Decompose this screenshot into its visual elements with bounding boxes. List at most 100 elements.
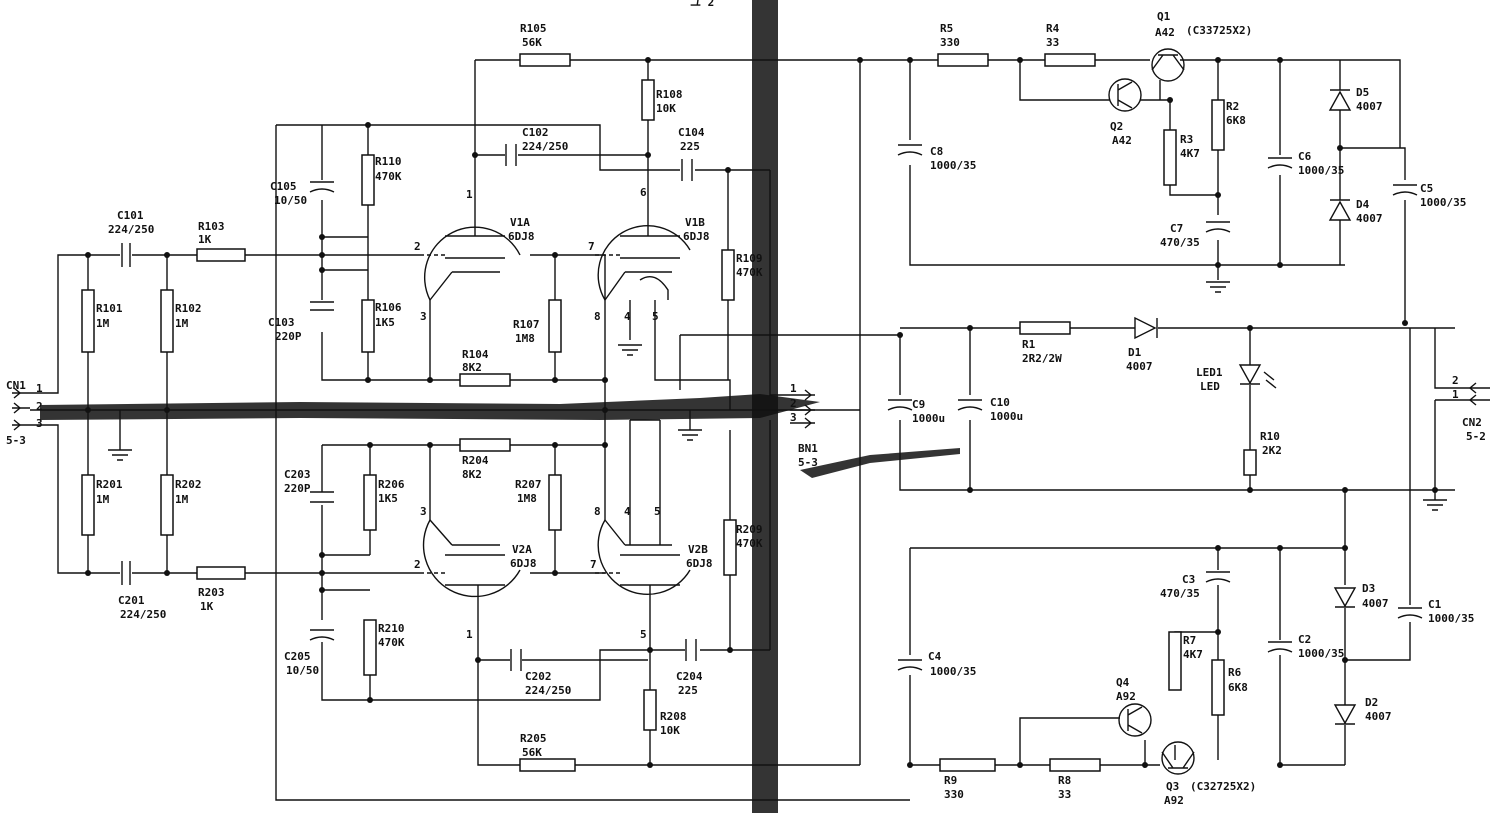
bn1-pin-1: 1: [790, 382, 797, 395]
cn1-label: CN1: [6, 379, 26, 392]
cn2-value: 5-2: [1466, 430, 1486, 443]
q3-name: Q3: [1166, 780, 1179, 793]
transistor-q4: Q4 A92: [1116, 676, 1152, 737]
v2a-pin-1: 1: [466, 628, 473, 641]
capacitor-c202: C202 224/250: [510, 649, 571, 697]
r3-value: 4K7: [1180, 147, 1200, 160]
c204-value: 225: [678, 684, 698, 697]
resistor-r4: R4 33: [1044, 22, 1096, 67]
resistor-r210: R210 470K: [363, 619, 405, 676]
r207-name: R207: [515, 478, 542, 491]
v1a-value: 6DJ8: [508, 230, 535, 243]
q4-value: A92: [1116, 690, 1136, 703]
r105-name: R105: [520, 22, 547, 35]
r205-name: R205: [520, 732, 547, 745]
d2-name: D2: [1365, 696, 1378, 709]
v2b-value: 6DJ8: [686, 557, 713, 570]
c9-value: 1000u: [912, 412, 945, 425]
r104-value: 8K2: [462, 361, 482, 374]
r9-value: 330: [944, 788, 964, 801]
c8-name: C8: [930, 145, 943, 158]
r6-name: R6: [1228, 666, 1242, 679]
v2b-pin-4: 4: [624, 505, 631, 518]
tube-v1b: V1B 6DJ8 6 7 8 4 5: [588, 186, 710, 323]
v2a-value: 6DJ8: [510, 557, 537, 570]
capacitor-c103: C103 220P: [268, 301, 334, 343]
resistor-r201: R201 1M: [81, 474, 123, 536]
resistor-r202: R202 1M: [160, 474, 202, 536]
r3-name: R3: [1180, 133, 1193, 146]
c10-value: 1000u: [990, 410, 1023, 423]
capacitor-c104: C104 225: [678, 126, 705, 181]
capacitor-c204: C204 225: [676, 639, 703, 697]
v2b-pin-8: 8: [594, 505, 601, 518]
c202-value: 224/250: [525, 684, 571, 697]
resistor-r8: R8 33: [1049, 758, 1101, 801]
r202-name: R202: [175, 478, 202, 491]
r208-name: R208: [660, 710, 687, 723]
r4-name: R4: [1046, 22, 1060, 35]
v1b-pin-4: 4: [624, 310, 631, 323]
c101-name: C101: [117, 209, 144, 222]
r7-name: R7: [1183, 634, 1196, 647]
r206-value: 1K5: [378, 492, 398, 505]
resistor-r101: R101 1M: [81, 289, 123, 353]
r5-value: 330: [940, 36, 960, 49]
cn1-value: 5-3: [6, 434, 26, 447]
r10-name: R10: [1260, 430, 1280, 443]
r204-name: R204: [462, 454, 489, 467]
r104-name: R104: [462, 348, 489, 361]
c1-value: 1000/35: [1428, 612, 1474, 625]
tube-v2b: V2B 6DJ8 5 7 8 4 5: [590, 505, 713, 641]
v2b-pin-7: 7: [590, 558, 597, 571]
lower-channel-wiring: [275, 60, 910, 801]
bn1-pin-3: 3: [790, 411, 797, 424]
led1-value: LED: [1200, 380, 1220, 393]
resistor-r9: R9 330: [939, 758, 996, 801]
capacitor-c102: C102 224/250: [505, 126, 568, 166]
resistor-r6: R6 6K8: [1211, 659, 1248, 716]
c205-name: C205: [284, 650, 311, 663]
resistor-r205: R205 56K: [519, 732, 576, 772]
transistor-q2: Q2 A42: [1108, 78, 1142, 147]
r103-name: R103: [198, 220, 225, 233]
v2b-pin-5b: 5: [654, 505, 661, 518]
resistor-r2: R2 6K8: [1211, 99, 1246, 151]
c5-name: C5: [1420, 182, 1433, 195]
v1a-name: V1A: [510, 216, 530, 229]
capacitor-c5: C5 1000/35: [1392, 182, 1466, 209]
resistor-r5: R5 330: [937, 22, 989, 67]
capacitor-c9: C9 1000u: [887, 398, 945, 425]
q1-note: (C33725X2): [1186, 24, 1252, 37]
v2a-pin-3: 3: [420, 505, 427, 518]
resistor-r207: R207 1M8: [515, 474, 562, 531]
led1-name: LED1: [1196, 366, 1223, 379]
cn1-pin-2: 2: [36, 400, 43, 413]
v1b-pin-6: 6: [640, 186, 647, 199]
v2a-pin-2: 2: [414, 558, 421, 571]
r107-name: R107: [513, 318, 540, 331]
d2-value: 4007: [1365, 710, 1392, 723]
c6-name: C6: [1298, 150, 1312, 163]
scan-smear: [40, 0, 960, 813]
resistor-r107: R107 1M8: [513, 299, 562, 353]
c103-value: 220P: [275, 330, 302, 343]
q3-value: A92: [1164, 794, 1184, 807]
c7-value: 470/35: [1160, 236, 1200, 249]
v1a-pin-1: 1: [466, 188, 473, 201]
v1a-pin-3: 3: [420, 310, 427, 323]
d5-name: D5: [1356, 86, 1369, 99]
c8-value: 1000/35: [930, 159, 976, 172]
r201-value: 1M: [96, 493, 110, 506]
cn2-pin-2: 2: [1452, 374, 1459, 387]
resistor-r108: R108 10K: [641, 79, 683, 121]
q1-value: A42: [1155, 26, 1175, 39]
c3-value: 470/35: [1160, 587, 1200, 600]
c102-name: C102: [522, 126, 549, 139]
r203-value: 1K: [200, 600, 214, 613]
resistor-r104: R104 8K2: [459, 348, 511, 387]
r2-name: R2: [1226, 100, 1239, 113]
c203-name: C203: [284, 468, 311, 481]
c2-name: C2: [1298, 633, 1311, 646]
